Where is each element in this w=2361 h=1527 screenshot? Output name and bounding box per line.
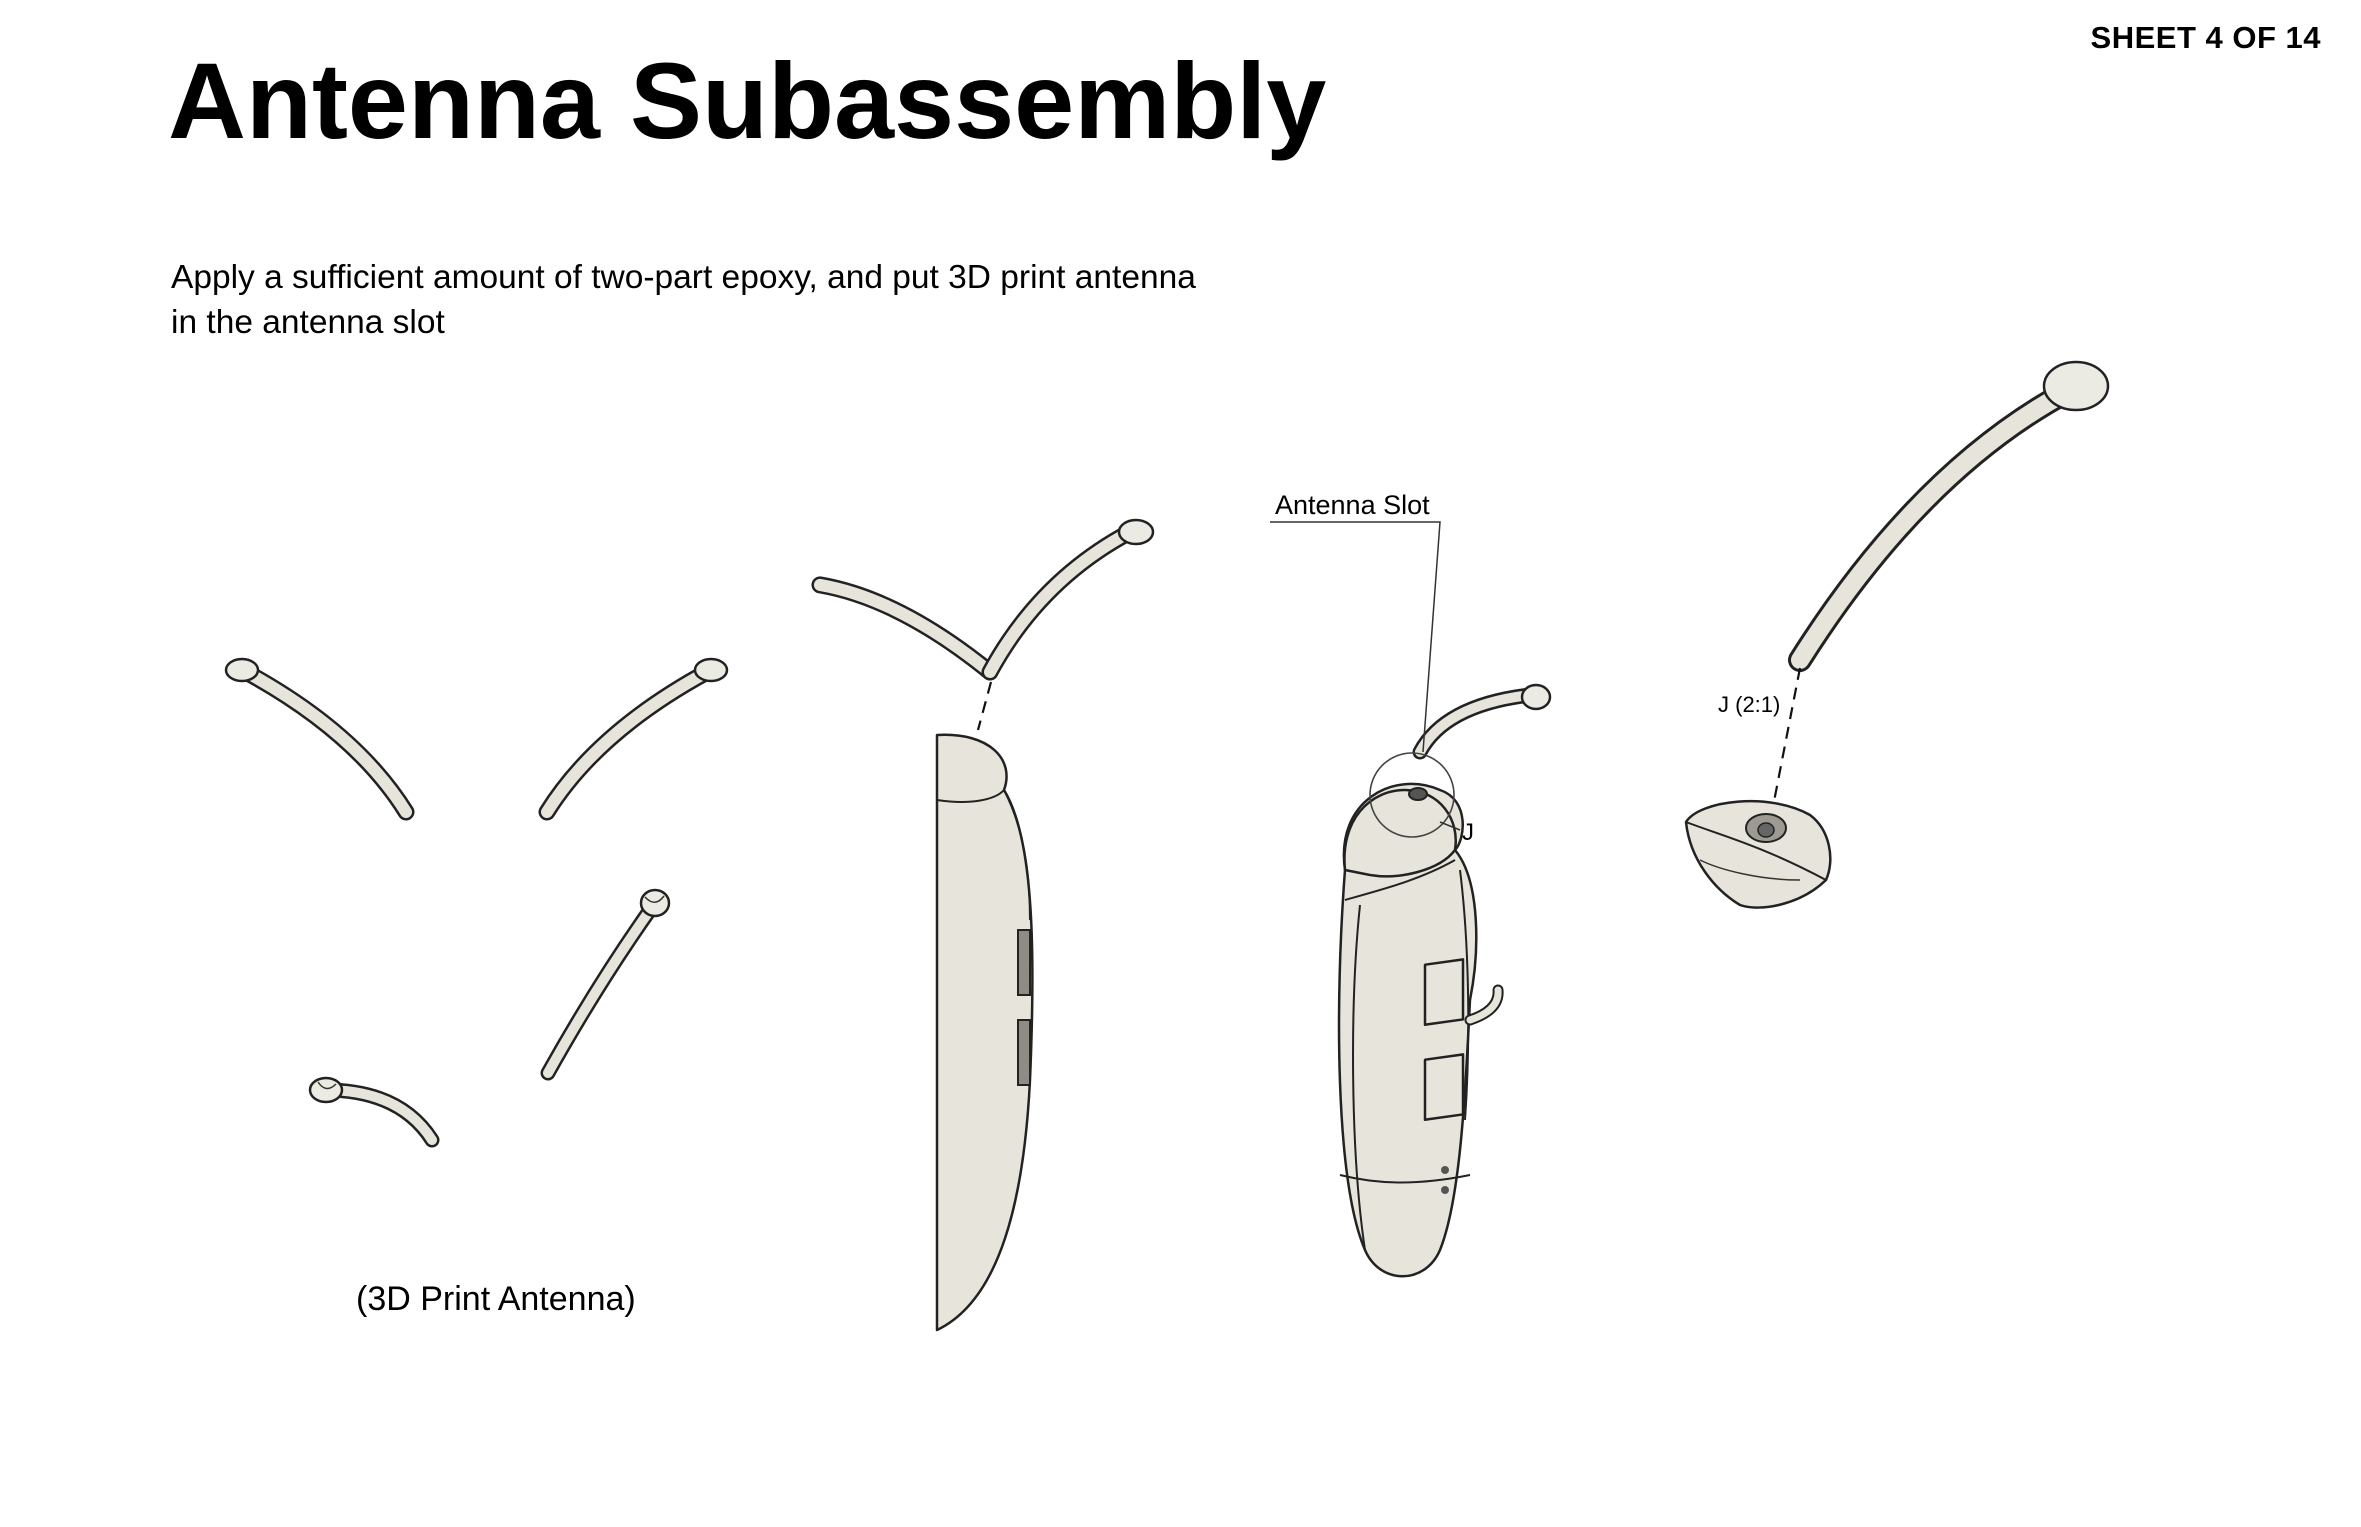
antenna-part-4 [308, 1076, 440, 1148]
antenna-part-3 [540, 888, 671, 1081]
page-title: Antenna Subassembly [168, 40, 1327, 161]
parts-caption: (3D Print Antenna) [356, 1280, 636, 1318]
housing-section-view [811, 518, 1155, 1332]
loose-antenna-parts [226, 659, 727, 1148]
detail-view-j [1684, 360, 2110, 909]
housing-iso-view [1270, 521, 1552, 1278]
antenna-part-1 [226, 659, 406, 812]
detail-marker-label: J [1462, 819, 1474, 846]
antenna-part-2 [547, 659, 727, 812]
sheet-number: SHEET 4 OF 14 [2090, 20, 2321, 55]
detail-view-label: J (2:1) [1718, 692, 1780, 717]
instruction-text: Apply a sufficient amount of two-part ep… [171, 259, 1196, 341]
antenna-slot-label: Antenna Slot [1275, 490, 1430, 520]
